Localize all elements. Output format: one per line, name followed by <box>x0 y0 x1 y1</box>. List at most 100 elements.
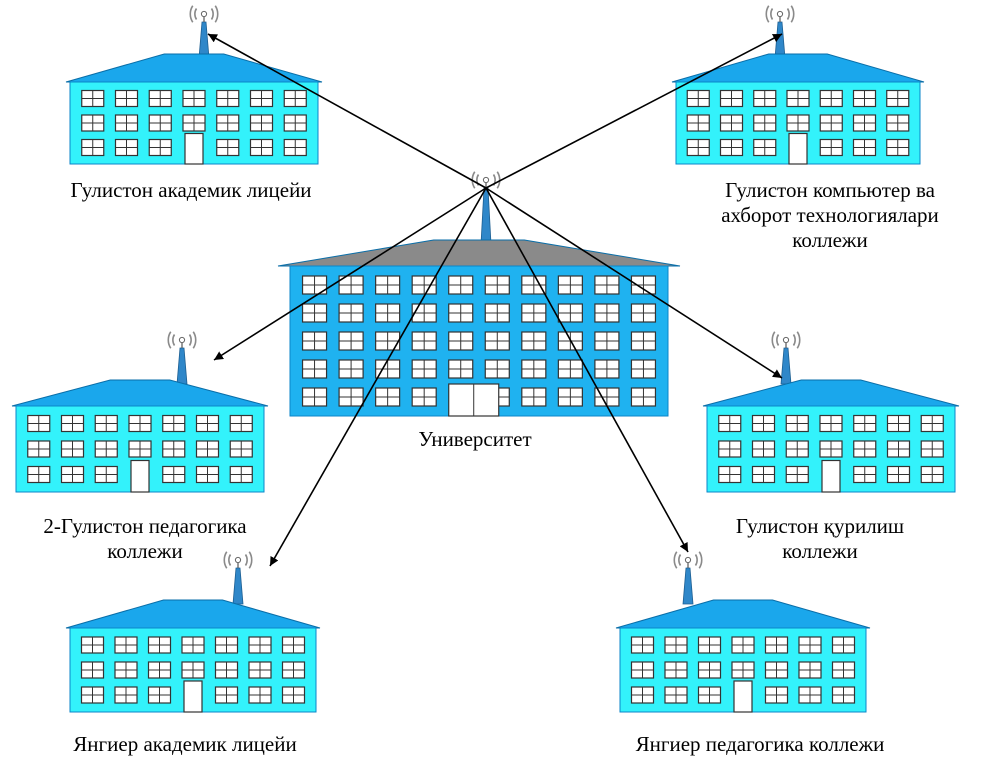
window <box>114 114 139 132</box>
window <box>411 359 437 379</box>
door <box>821 459 841 493</box>
window <box>375 331 401 351</box>
window <box>664 661 688 679</box>
window <box>557 303 583 323</box>
node-label-line: коллежи <box>107 539 183 563</box>
window <box>764 636 789 654</box>
window <box>753 138 777 157</box>
window <box>521 387 547 407</box>
window <box>484 331 510 351</box>
window <box>719 114 744 132</box>
window <box>214 661 239 679</box>
door <box>788 132 808 165</box>
window <box>686 114 710 132</box>
edge-arrow-yangiyer-academic-lyceum <box>269 187 487 567</box>
window <box>114 661 138 679</box>
window <box>852 114 877 132</box>
window <box>80 636 105 654</box>
window <box>886 114 910 132</box>
window <box>753 89 777 108</box>
window <box>798 686 822 704</box>
window <box>301 275 328 295</box>
window <box>630 686 655 704</box>
roof <box>65 599 321 629</box>
window <box>182 114 206 132</box>
building-gulistan-pedagogical-college-2 <box>11 331 269 493</box>
window <box>751 440 776 458</box>
window <box>448 359 474 379</box>
window <box>281 661 306 679</box>
window <box>249 114 274 132</box>
window <box>719 89 744 108</box>
roof <box>615 599 871 629</box>
window <box>229 414 253 433</box>
window <box>819 440 843 458</box>
window <box>630 359 657 379</box>
door <box>130 459 150 493</box>
window <box>81 114 105 132</box>
window <box>94 440 118 458</box>
node-label-line: 2-Гулистон педагогика <box>43 514 247 538</box>
window <box>411 331 437 351</box>
window <box>301 303 328 323</box>
window <box>375 387 401 407</box>
window <box>719 138 744 157</box>
window <box>448 331 474 351</box>
window <box>630 661 655 679</box>
roof <box>702 379 960 407</box>
window <box>162 465 186 484</box>
window <box>557 359 583 379</box>
window <box>594 275 620 295</box>
window <box>248 661 272 679</box>
window <box>753 114 777 132</box>
window <box>484 303 510 323</box>
window <box>819 414 843 433</box>
building-yangiyer-academic-lyceum <box>65 551 321 713</box>
window <box>181 661 205 679</box>
window <box>216 89 240 108</box>
window <box>27 465 51 484</box>
window <box>594 359 620 379</box>
window <box>764 686 789 704</box>
window <box>448 275 474 295</box>
node-label-gulistan-construction-college: Гулистон қурилиш коллежи <box>690 514 950 564</box>
window <box>786 89 810 108</box>
window <box>718 440 742 458</box>
window <box>630 387 657 407</box>
window <box>819 138 843 157</box>
window <box>831 636 856 654</box>
window <box>80 686 105 704</box>
window <box>81 89 105 108</box>
building-gulistan-computer-college <box>671 5 925 165</box>
window <box>147 636 172 654</box>
window <box>764 661 789 679</box>
window <box>411 387 437 407</box>
edge-arrow-gulistan-computer-college <box>485 33 783 189</box>
window <box>785 465 809 484</box>
window <box>920 465 944 484</box>
window <box>731 636 755 654</box>
window <box>920 440 944 458</box>
window <box>128 440 152 458</box>
window <box>798 661 822 679</box>
window <box>886 138 910 157</box>
window <box>148 138 172 157</box>
door <box>183 680 203 713</box>
window <box>686 89 710 108</box>
antenna-icon <box>765 5 795 59</box>
window <box>181 636 205 654</box>
window <box>819 114 843 132</box>
window <box>148 114 172 132</box>
window <box>147 686 172 704</box>
window <box>697 686 722 704</box>
window <box>557 275 583 295</box>
window <box>785 414 809 433</box>
window <box>216 138 240 157</box>
window <box>114 89 139 108</box>
building-university <box>277 171 681 417</box>
window <box>484 359 510 379</box>
window <box>249 138 274 157</box>
window <box>786 114 810 132</box>
window <box>301 331 328 351</box>
